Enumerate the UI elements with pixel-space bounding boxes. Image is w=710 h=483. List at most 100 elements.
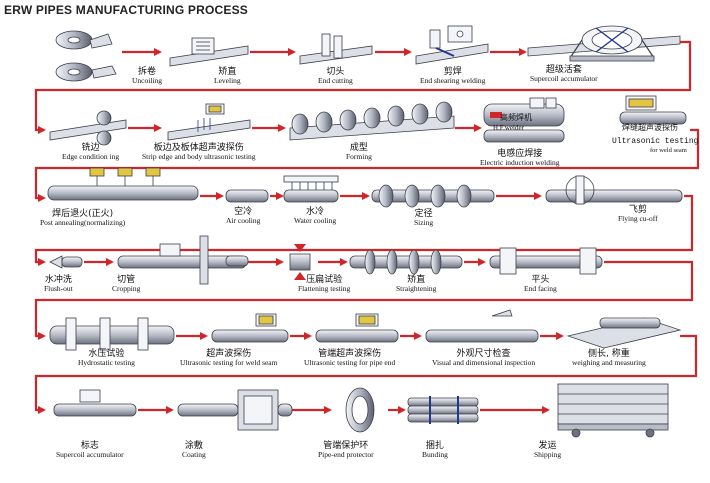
step-label-cn: 外观尺寸检查 <box>456 349 511 359</box>
step-label-cn: 成型 <box>349 143 368 153</box>
step-label-en: End facing <box>524 284 557 294</box>
step-label-en: Shipping <box>534 450 562 460</box>
step-label-en: Pipe-end protector <box>318 450 374 460</box>
flow-arrow <box>34 128 700 202</box>
step-label-en: Flush-out <box>44 284 73 294</box>
step-label: 切管 Cropping <box>112 275 141 294</box>
step-label-cn: 焊后退火(正火) <box>52 209 114 219</box>
step-label-cn: 发运 <box>538 441 557 451</box>
step-label-cn: 定径 <box>414 209 433 219</box>
step-label: 管端保护环 Pipe-end protector <box>318 441 374 460</box>
step-label-en: Edge condition ing <box>62 152 120 162</box>
step-label: 水冷 Water cooling <box>294 207 337 226</box>
weld-ut-cn: 焊缝超声波探伤 <box>622 122 678 132</box>
step-label-en: Cropping <box>112 284 141 294</box>
step-label-en: Strip edge and body ultrasonic testing <box>142 152 256 162</box>
step-label-en: Ultrasonic testing for pipe end <box>304 358 396 368</box>
step-label: 切头 End cutting <box>318 67 353 86</box>
ut-pipe-end-illustration <box>315 313 399 343</box>
step-label-cn: 平头 <box>531 275 550 285</box>
step-label: 平头 End facing <box>524 275 557 294</box>
step-label-en: Supercoil accumulator <box>530 74 598 84</box>
step-label-cn: 标志 <box>80 441 99 451</box>
step-label-cn: 剪焊 <box>443 67 462 77</box>
step-label: 涂敷 Coating <box>182 441 206 460</box>
step-label: 飞剪 Flying cu-off <box>618 205 658 224</box>
step-label: 管端超声波探伤 Ultrasonic testing for pipe end <box>304 349 396 368</box>
step-label: 水压试验 Hydrostatic testing <box>78 349 135 367</box>
step-label-cn: 管端超声波探伤 <box>318 349 382 359</box>
step-label-cn: 铣边 <box>81 143 100 153</box>
annealing-illustration <box>47 167 199 201</box>
step-label: 板边及板体超声波探伤 Strip edge and body ultrasoni… <box>142 143 256 162</box>
leveler-illustration <box>169 37 249 67</box>
step-label-cn: 水冲洗 <box>44 275 72 285</box>
flow-arrow <box>34 334 698 414</box>
step-label: 外观尺寸检查 Visual and dimensional inspection <box>432 349 535 367</box>
step-label-en: Coating <box>182 450 206 460</box>
step-label-cn: 矫直 <box>407 275 426 285</box>
weld-ut-illustration <box>619 95 687 125</box>
flow-arrow <box>34 40 692 134</box>
step-label-cn: 矫直 <box>218 67 237 77</box>
hydrotest-illustration <box>49 317 175 351</box>
step-label-cn: 水压试验 <box>88 349 125 359</box>
step-label-cn: 侧长, 称重 <box>588 349 630 359</box>
water-cooling-illustration <box>283 175 339 203</box>
shipping-illustration <box>557 383 669 438</box>
step-label-cn: 拆卷 <box>137 67 156 77</box>
hf-welder-cn: 高频焊机 <box>500 112 532 122</box>
equipment-text: 高频焊机 H.F.welder 焊缝超声波探伤 Ultrasonic testi… <box>493 112 699 154</box>
step-label: 空冷 Air cooling <box>226 207 260 225</box>
step-label-en: Uncoiling <box>132 76 162 86</box>
step-label-en: Ultrasonic testing for weld seam <box>180 358 278 368</box>
air-cooling-illustration <box>225 189 269 203</box>
uncoiler-illustration <box>55 30 117 82</box>
step-label: 定径 Sizing <box>414 209 434 228</box>
weighing-illustration <box>566 317 682 349</box>
strip-ut-illustration <box>167 103 251 141</box>
flush-out-illustration <box>49 255 83 269</box>
step-label: 拆卷 Uncoiling <box>132 67 162 86</box>
step-label-cn: 空冷 <box>234 207 253 217</box>
flow-arrow <box>34 194 694 266</box>
step-label-en: Flattening testing <box>298 284 351 294</box>
step-label: 超级活套 Supercoil accumulator <box>530 65 598 84</box>
ut-weld-illustration <box>211 313 289 343</box>
hf-welder-en: H.F.welder <box>493 124 525 132</box>
step-label-cn: 涂敷 <box>184 441 203 451</box>
equipment-illustrations <box>47 25 687 438</box>
step-label-en: End cutting <box>318 76 353 86</box>
step-label: 剪焊 End shearing welding <box>420 67 485 85</box>
weld-ut-en: Ultrasonic testing <box>612 137 699 146</box>
step-label: 铣边 Edge condition ing <box>62 143 120 162</box>
visual-inspection-illustration <box>425 309 539 343</box>
step-label: 超声波探伤 Ultrasonic testing for weld seam <box>180 349 278 368</box>
shear-welder-illustration <box>415 25 489 65</box>
step-label-cn: 板边及板体超声波探伤 <box>153 143 244 153</box>
step-label: 捆扎 Bunding <box>422 441 448 460</box>
end-cutter-illustration <box>299 33 373 65</box>
straightener-illustration <box>349 249 463 275</box>
step-label-cn: 电感应焊接 <box>497 149 543 159</box>
step-label: 矫直 Leveling <box>214 67 241 85</box>
step-label-en: Electric induction welding <box>480 158 560 168</box>
coating-illustration <box>177 389 293 431</box>
step-label-en: Post annealing(normalizing) <box>40 218 126 228</box>
step-label-en: Sizing <box>414 218 434 228</box>
step-label: 侧长, 称重 weighing and measuring <box>572 349 646 367</box>
end-facing-illustration <box>489 247 603 275</box>
flow-arrow <box>34 260 694 340</box>
step-label-en: Water cooling <box>294 216 337 226</box>
step-label-en: Forming <box>346 152 372 162</box>
step-label: 矫直 Straightening <box>396 275 436 293</box>
flying-cutoff-illustration <box>545 175 683 205</box>
step-label: 标志 Supercoil accumulator <box>56 441 124 459</box>
edge-miller-illustration <box>49 110 127 146</box>
weld-ut-for: for weld seam <box>650 147 687 154</box>
flattening-test-illustration <box>289 244 311 280</box>
step-label-en: Flying cu-off <box>618 214 658 224</box>
step-label-en: Bunding <box>422 450 448 460</box>
pipe-end-protector-illustration <box>345 387 375 433</box>
